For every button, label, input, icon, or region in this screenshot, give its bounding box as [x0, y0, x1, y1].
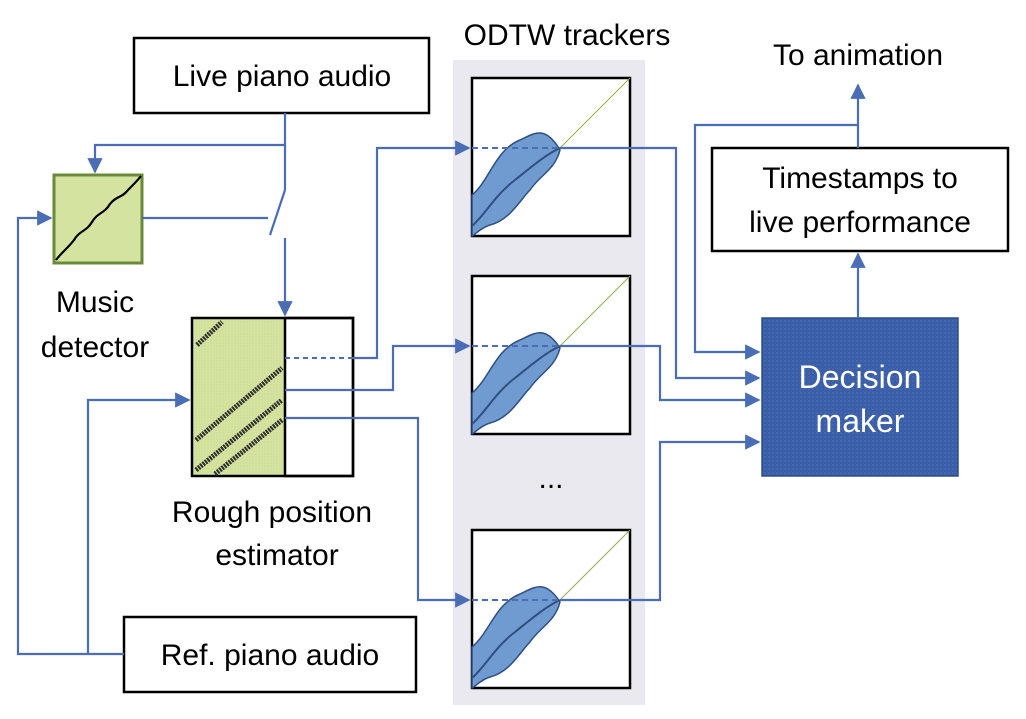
odtw-tracker-2: [470, 274, 632, 436]
odtw-tracker-3: [470, 528, 632, 690]
odtw-tracker-1: [470, 76, 632, 238]
switch-icon: [268, 189, 287, 236]
tracker-ellipsis: ...: [538, 462, 563, 495]
svg-text:live performance: live performance: [749, 206, 971, 239]
live-audio-box: Live piano audio: [132, 36, 431, 115]
svg-text:Rough position: Rough position: [172, 496, 372, 529]
svg-text:Timestamps to: Timestamps to: [762, 162, 958, 195]
ref-audio-box: Ref. piano audio: [122, 615, 418, 694]
connection-wires: [16, 83, 866, 656]
svg-text:Live piano audio: Live piano audio: [173, 60, 392, 93]
svg-text:maker: maker: [816, 403, 905, 439]
odtw-title: ODTW trackers: [464, 19, 671, 52]
rough-position-estimator: Rough position estimator: [172, 316, 372, 572]
decision-maker: Decision maker: [761, 317, 959, 477]
svg-text:Music: Music: [56, 286, 134, 319]
svg-text:Decision: Decision: [799, 359, 922, 395]
to-animation-label: To animation: [773, 39, 943, 72]
svg-text:estimator: estimator: [215, 539, 338, 572]
svg-text:detector: detector: [41, 331, 149, 364]
music-detector: Music detector: [41, 173, 149, 364]
timestamps-box: Timestamps to live performance: [710, 146, 1010, 253]
svg-text:Ref. piano audio: Ref. piano audio: [161, 639, 380, 672]
